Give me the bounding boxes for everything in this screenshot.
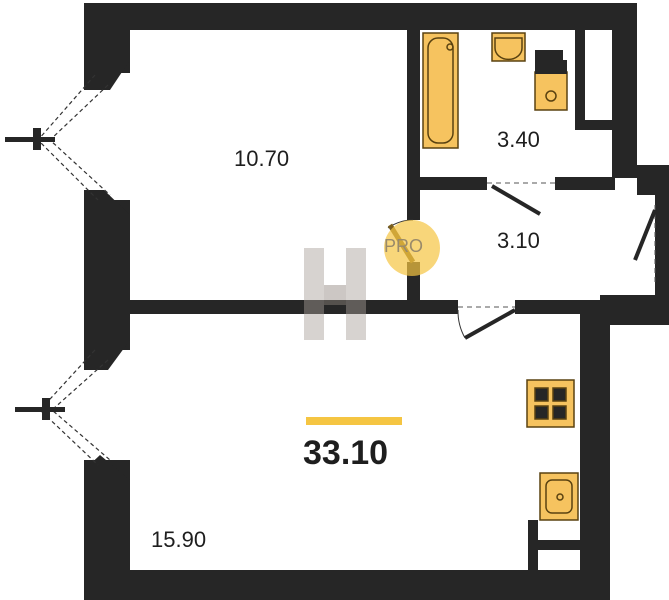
room-area-label: 15.90	[151, 527, 207, 552]
room-area-label: 3.10	[497, 228, 540, 253]
pro-watermark-text: PRO	[384, 236, 424, 256]
pro-badge	[384, 220, 440, 276]
room-area-label: 10.70	[234, 146, 290, 171]
window-handles	[5, 128, 65, 420]
washbasin-icon	[491, 32, 526, 62]
fixtures	[422, 32, 579, 521]
stove-icon	[526, 379, 575, 428]
total-area: 33.10	[303, 434, 389, 472]
bathtub-icon	[422, 32, 459, 149]
walls	[84, 3, 669, 600]
room-area-label: 3.40	[497, 127, 540, 152]
logo-watermark	[304, 248, 366, 340]
total-area-bar	[306, 417, 402, 425]
